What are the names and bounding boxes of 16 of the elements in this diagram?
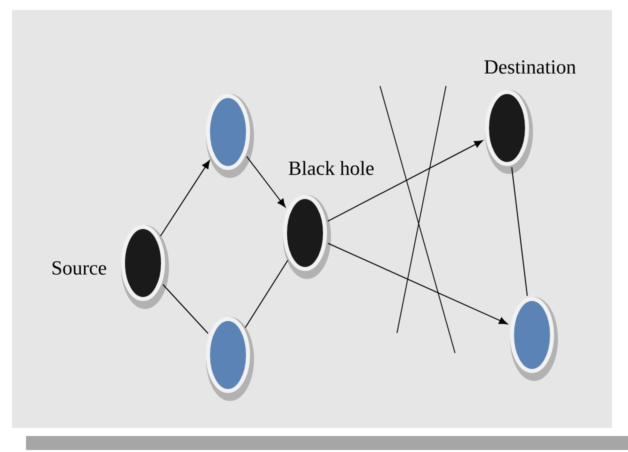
arrow [160, 160, 210, 237]
node-ellipse [485, 90, 533, 174]
node-ellipse [510, 297, 558, 381]
connector-line [511, 166, 528, 296]
node-ellipse [121, 225, 169, 309]
node-ellipse [283, 195, 331, 279]
arrow [246, 156, 286, 208]
node-ellipse [206, 317, 254, 401]
arrow [327, 140, 483, 222]
connector-line [162, 284, 208, 334]
node-ellipse [206, 94, 254, 178]
node-label: Black hole [288, 160, 374, 176]
connector-line [244, 260, 288, 328]
node-label: Destination [484, 60, 576, 74]
arrow [328, 242, 508, 324]
node-label: Source [52, 261, 106, 275]
